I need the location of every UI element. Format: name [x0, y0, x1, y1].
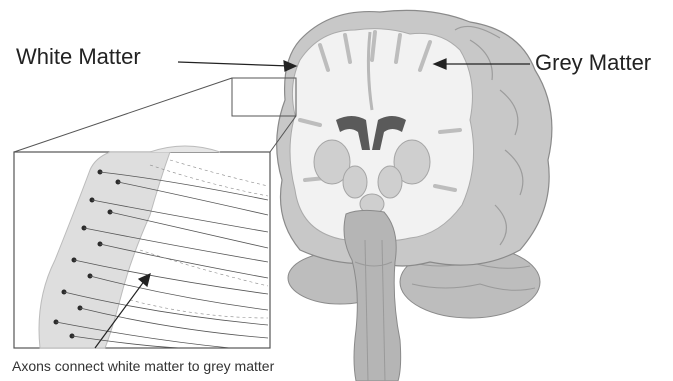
white-matter-label: White Matter — [16, 44, 141, 70]
grey-matter-label: Grey Matter — [535, 50, 651, 76]
axon-inset — [14, 146, 270, 348]
axons-caption: Axons connect white matter to grey matte… — [12, 358, 274, 374]
